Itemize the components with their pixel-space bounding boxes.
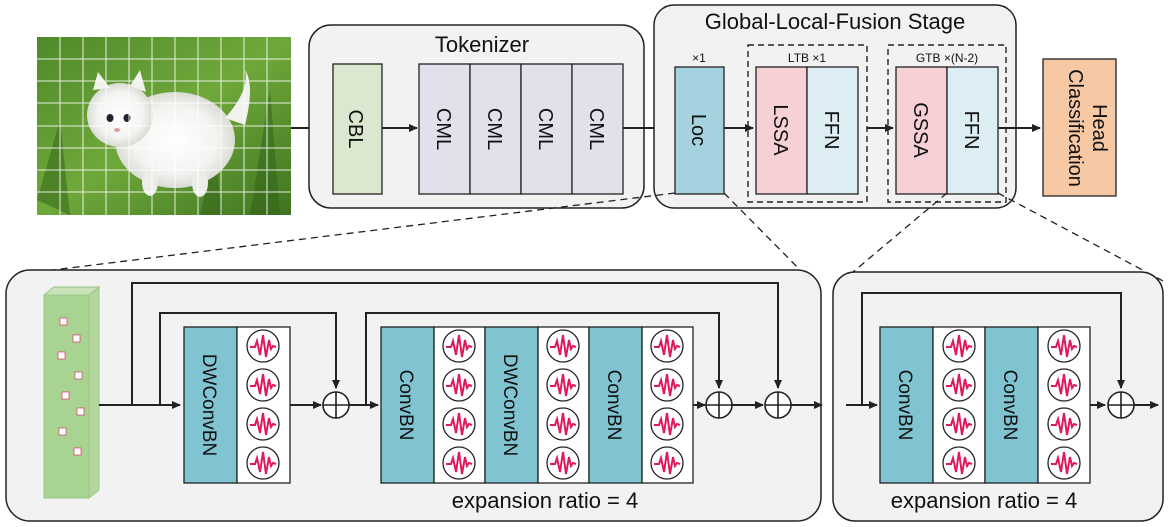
gssa-block bbox=[895, 66, 948, 195]
activation-wave-icon bbox=[1047, 446, 1081, 480]
activation-wave-icon bbox=[1047, 368, 1081, 402]
activation-wave-icon bbox=[246, 446, 280, 480]
loc-detail-panel: DWConvBN ConvBN DWConvBN ConvBN bbox=[5, 269, 823, 522]
skip-connection-2 bbox=[365, 312, 723, 405]
add-icon-3 bbox=[764, 391, 792, 419]
activation-wave-icon bbox=[942, 329, 976, 363]
activation-wave-icon bbox=[546, 446, 580, 480]
convbn-label-1: ConvBN bbox=[395, 370, 416, 441]
ffn-convbn-label-1: ConvBN bbox=[894, 370, 915, 441]
activation-wave-icon bbox=[546, 368, 580, 402]
activation-wave-icon bbox=[246, 329, 280, 363]
input-image bbox=[37, 37, 291, 215]
activation-wave-icon bbox=[650, 368, 684, 402]
convbn-block-2 bbox=[588, 326, 643, 484]
gtb-group bbox=[887, 44, 1007, 203]
ffn-skip-connection bbox=[861, 292, 1125, 405]
add-icon-1 bbox=[322, 391, 350, 419]
activation-wave-icon bbox=[442, 407, 476, 441]
fusion-stage-title: Global-Local-Fusion Stage bbox=[705, 9, 965, 34]
activation-wave-icon bbox=[246, 368, 280, 402]
loc-block bbox=[674, 66, 725, 195]
skip-connection-1 bbox=[159, 312, 340, 405]
loc-count: ×1 bbox=[692, 51, 706, 65]
tokenizer-title: Tokenizer bbox=[435, 32, 529, 57]
ltb-label: LTB ×1 bbox=[788, 51, 826, 65]
cml-label-3: CML bbox=[534, 108, 556, 150]
activation-wave-icon bbox=[650, 407, 684, 441]
cml-block-4 bbox=[571, 63, 624, 195]
head-label-line2: Head bbox=[1088, 104, 1110, 152]
activation-wave-icon bbox=[442, 446, 476, 480]
activation-wave-icon bbox=[442, 368, 476, 402]
activation-wave-icon bbox=[546, 329, 580, 363]
classification-head: Classification Head bbox=[1042, 58, 1117, 197]
dwconv-block-1 bbox=[183, 326, 238, 484]
zoom-connectors bbox=[44, 192, 1166, 283]
activation-wave-icon bbox=[246, 407, 280, 441]
cml-block-3 bbox=[520, 63, 573, 195]
ffn-convbn-block-2 bbox=[984, 326, 1039, 484]
lssa-block bbox=[755, 66, 808, 195]
ffn-block-1 bbox=[806, 66, 859, 195]
head-label-line1: Classification bbox=[1064, 69, 1086, 187]
activation-wave-icon bbox=[1047, 329, 1081, 363]
activation-wave-icon bbox=[942, 368, 976, 402]
convbn-label-2: ConvBN bbox=[603, 370, 624, 441]
convbn-block-1 bbox=[380, 326, 435, 484]
ffn-expansion-ratio: expansion ratio = 4 bbox=[891, 488, 1078, 513]
add-icon-2 bbox=[705, 391, 733, 419]
activation-wave-icon bbox=[442, 329, 476, 363]
ltb-group bbox=[747, 44, 868, 203]
loc-expansion-ratio: expansion ratio = 4 bbox=[452, 488, 639, 513]
activation-wave-icon bbox=[546, 407, 580, 441]
lssa-label: LSSA bbox=[769, 104, 791, 156]
feature-map-icon bbox=[42, 285, 101, 500]
ffn-block-2 bbox=[946, 66, 999, 195]
cbl-label: CBL bbox=[344, 110, 366, 149]
cml-block-2 bbox=[469, 63, 522, 195]
cml-label-1: CML bbox=[432, 108, 454, 150]
ffn-detail-panel: ConvBN ConvBN expansion ratio = 4 bbox=[832, 271, 1164, 522]
activation-wave-icon bbox=[650, 446, 684, 480]
dwconv-label-1: DWConvBN bbox=[198, 354, 219, 456]
outer-skip-connection bbox=[131, 282, 782, 405]
cml-label-4: CML bbox=[585, 108, 607, 150]
ffn-label-2: FFN bbox=[960, 111, 982, 150]
gssa-label: GSSA bbox=[909, 102, 931, 158]
ffn-convbn-block-1 bbox=[879, 326, 934, 484]
activation-wave-icon bbox=[942, 446, 976, 480]
ffn-convbn-label-2: ConvBN bbox=[999, 370, 1020, 441]
loc-label: Loc bbox=[687, 114, 709, 146]
ffn-add-icon bbox=[1107, 391, 1135, 419]
dwconv-label-2: DWConvBN bbox=[499, 354, 520, 456]
gtb-label: GTB ×(N-2) bbox=[916, 51, 978, 65]
fusion-stage-panel: Global-Local-Fusion Stage ×1 Loc LTB ×1 … bbox=[653, 4, 1017, 209]
cml-label-2: CML bbox=[483, 108, 505, 150]
ffn-label-1: FFN bbox=[820, 111, 842, 150]
activation-wave-icon bbox=[942, 407, 976, 441]
activation-wave-icon bbox=[650, 329, 684, 363]
activation-wave-icon bbox=[1047, 407, 1081, 441]
tokenizer-panel: Tokenizer CBL CML CML CML CML bbox=[308, 24, 645, 209]
